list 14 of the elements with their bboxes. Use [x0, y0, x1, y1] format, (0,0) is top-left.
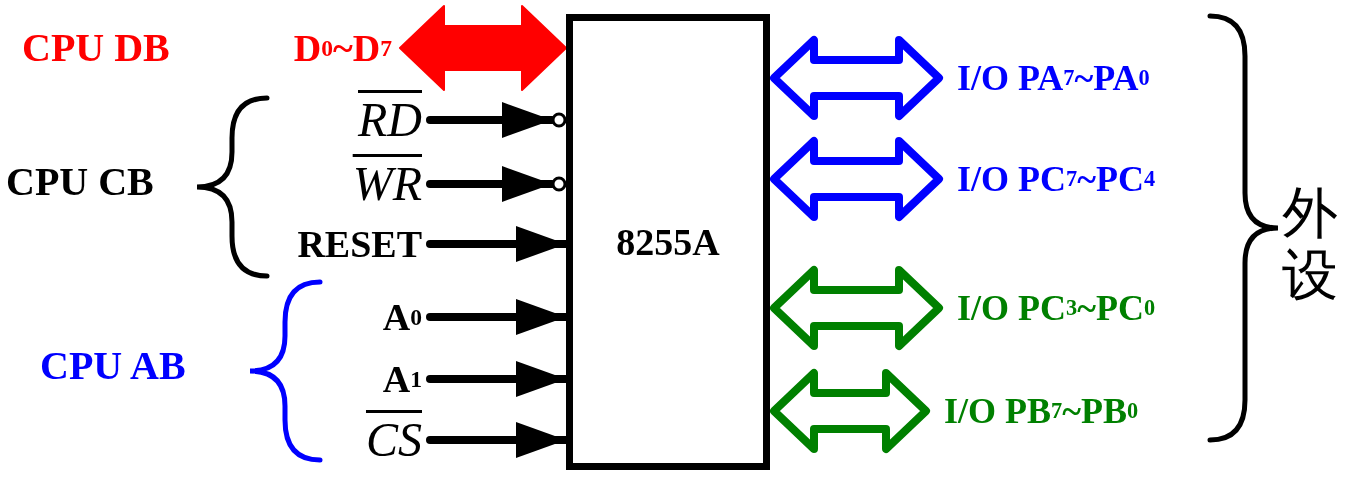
arrow	[399, 5, 567, 91]
bus-label: CPU AB	[40, 346, 186, 386]
arrow	[770, 266, 943, 350]
peripheral-label: 外设	[1282, 182, 1338, 306]
signal-label: CS	[310, 412, 430, 468]
signal-label: WR	[320, 156, 430, 212]
signal-label: RESET	[236, 222, 430, 266]
chip-box: 8255A	[566, 14, 770, 470]
bus-label: CPU DB	[22, 28, 170, 68]
signal-label: RD	[320, 92, 430, 148]
arrow	[770, 36, 943, 120]
arrow	[770, 137, 943, 221]
bus-label: CPU CB	[6, 162, 154, 202]
arrow	[770, 369, 930, 453]
